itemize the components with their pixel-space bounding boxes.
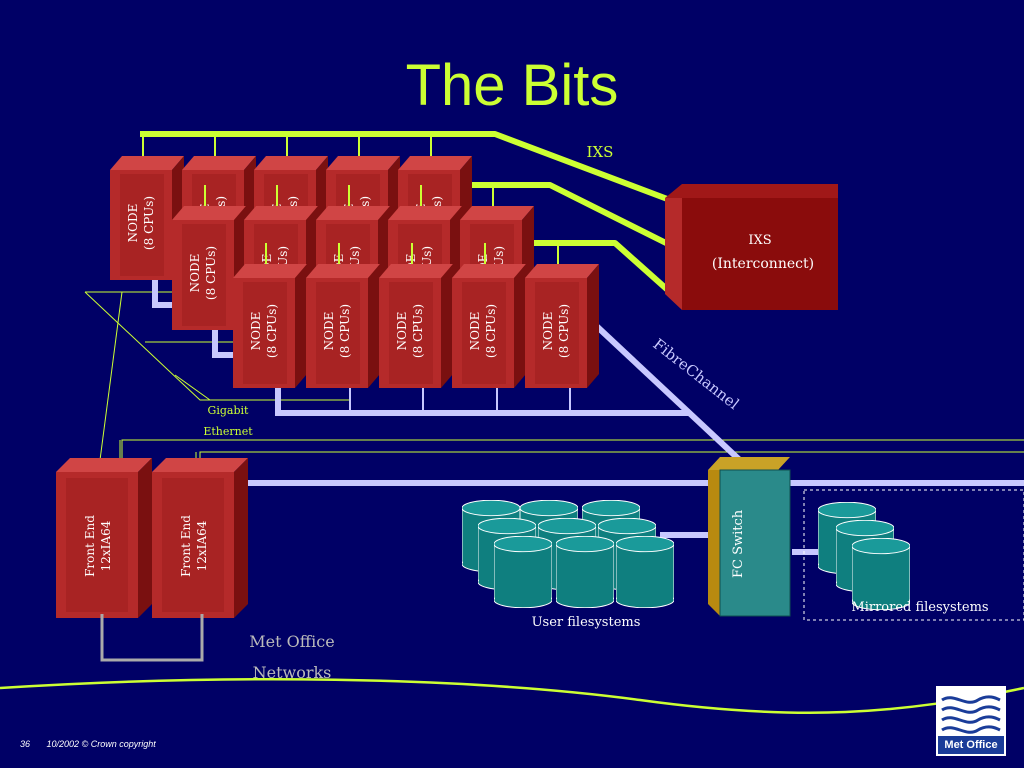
mirrored-filesystems-box — [803, 489, 1024, 621]
node-label-line2: (8 CPUs) — [411, 304, 425, 358]
node-label-line1: NODE — [541, 312, 555, 351]
node-label-line2: (8 CPUs) — [204, 246, 218, 300]
slide-number: 36 — [20, 739, 31, 749]
met-office-network-lines — [100, 614, 204, 662]
compute-node: NODE(8 CPUs) — [306, 243, 380, 388]
node-label-line1: NODE — [468, 312, 482, 351]
met-office-logo: Met Office — [936, 686, 1006, 756]
node-label: NODE(8 CPUs) — [126, 196, 156, 250]
compute-node: NODE(8 CPUs) — [525, 243, 599, 388]
fibre-channel-lines — [152, 276, 1024, 555]
user-filesystems-label: User filesystems — [532, 615, 641, 630]
gigabit-label: Gigabit — [208, 404, 249, 417]
front-end-line2: 12xIA64 — [195, 520, 209, 571]
mirrored-filesystems-label: Mirrored filesystems — [851, 600, 988, 615]
user-filesystems — [462, 500, 674, 608]
node-label-line1: NODE — [126, 204, 140, 243]
ixs-box-line1: IXS — [748, 233, 771, 248]
node-label-line1: NODE — [322, 312, 336, 351]
compute-node: NODE(8 CPUs) — [172, 185, 246, 330]
mirrored-filesystems — [818, 502, 910, 610]
node-label-line1: NODE — [249, 312, 263, 351]
met-office-label: Met Office — [249, 632, 334, 651]
node-label-line2: (8 CPUs) — [484, 304, 498, 358]
slide-title: The Bits — [405, 53, 619, 118]
node-label: NODE(8 CPUs) — [468, 304, 498, 358]
fc-switch: FC Switch — [708, 457, 791, 617]
copyright-text: 10/2002 © Crown copyright — [46, 739, 156, 749]
compute-node: NODE(8 CPUs) — [452, 243, 526, 388]
logo-text: Met Office — [938, 736, 1004, 754]
compute-node: NODE(8 CPUs) — [110, 134, 184, 280]
node-label: NODE(8 CPUs) — [395, 304, 425, 358]
front-end-line2: 12xIA64 — [99, 520, 113, 571]
compute-node: NODE(8 CPUs) — [233, 243, 307, 388]
fc-switch-label: FC Switch — [731, 509, 746, 578]
front-end-line1: Front End — [83, 515, 97, 577]
node-label-line2: (8 CPUs) — [338, 304, 352, 358]
node-label: NODE(8 CPUs) — [188, 246, 218, 300]
ethernet-label: Ethernet — [203, 425, 253, 438]
compute-node: NODE(8 CPUs) — [379, 243, 453, 388]
decorative-swoosh — [0, 678, 1024, 715]
front-end-line1: Front End — [179, 515, 193, 577]
ixs-label: IXS — [587, 143, 614, 161]
fibre-channel-label: FibreChannel — [650, 335, 743, 413]
disk-icon — [616, 536, 674, 608]
disk-icon — [556, 536, 614, 608]
ixs-interconnect-box: IXS (Interconnect) — [665, 184, 838, 310]
ixs-box-line2: (Interconnect) — [712, 256, 814, 272]
node-label-line1: NODE — [395, 312, 409, 351]
node-label-line2: (8 CPUs) — [557, 304, 571, 358]
node-label-line2: (8 CPUs) — [265, 304, 279, 358]
node-label-line2: (8 CPUs) — [142, 196, 156, 250]
networks-label: Networks — [253, 663, 332, 682]
node-label: NODE(8 CPUs) — [249, 304, 279, 358]
waves-icon — [941, 695, 1001, 734]
ethernet-lines — [84, 291, 1024, 461]
footer: 36 10/2002 © Crown copyright — [20, 739, 170, 749]
node-label: NODE(8 CPUs) — [541, 304, 571, 358]
node-row-front: NODE(8 CPUs)NODE(8 CPUs)NODE(8 CPUs)NODE… — [233, 243, 599, 388]
node-connectors — [277, 385, 571, 412]
node-label-line1: NODE — [188, 254, 202, 293]
node-label: NODE(8 CPUs) — [322, 304, 352, 358]
disk-icon — [494, 536, 552, 608]
